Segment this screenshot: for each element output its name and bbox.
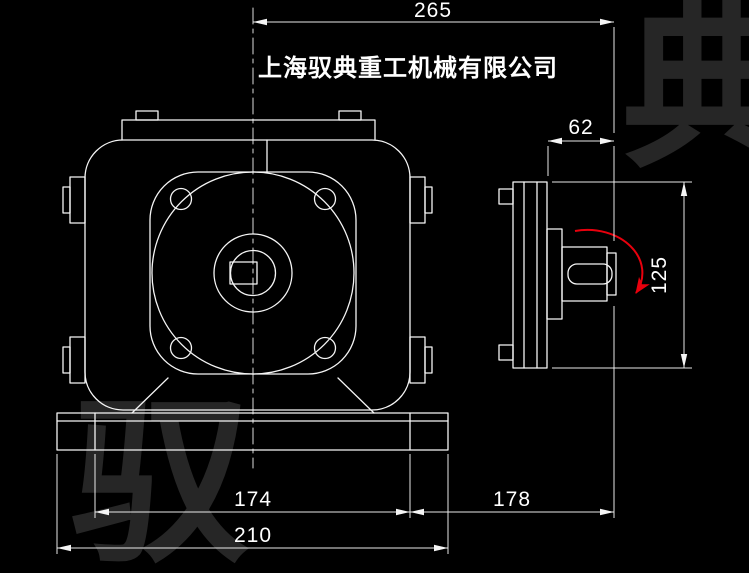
- bolt-hole: [169, 336, 193, 360]
- dim-value-base-inner-span: 174: [234, 488, 272, 511]
- output-bore-outer: [213, 233, 293, 313]
- bolt-hole: [313, 336, 337, 360]
- pedestal-right: [337, 377, 375, 414]
- housing-outline: [84, 139, 411, 411]
- shaft-hub: [546, 228, 563, 320]
- base-plate: [56, 412, 449, 451]
- dim-value-shaft-length: 62: [568, 116, 593, 139]
- gearbox-front-view: [56, 7, 449, 469]
- pedestal-left: [131, 377, 169, 414]
- rotation-arrow: [574, 228, 650, 294]
- watermark-char-top-right: 典: [622, 0, 749, 189]
- bolt-hole: [313, 187, 337, 211]
- dim-value-flange-height: 125: [648, 256, 671, 294]
- input-flange: [512, 181, 548, 369]
- watermark-char-bottom-left: 驭: [70, 383, 250, 573]
- shaft-end-step: [606, 252, 617, 296]
- flange-bolt-bottom: [498, 344, 514, 361]
- side-lug: [409, 176, 426, 224]
- company-title: 上海驭典重工机械有限公司: [258, 54, 558, 82]
- face-boss-circle: [151, 171, 355, 375]
- side-lug: [409, 336, 426, 384]
- dim-value-base-width: 210: [234, 524, 272, 547]
- side-lug-bolt: [424, 346, 433, 374]
- side-lug-bolt: [424, 186, 433, 214]
- top-cover: [121, 119, 376, 141]
- dim-value-overall-width: 265: [414, 0, 452, 22]
- watermark: 典 驭: [70, 0, 749, 573]
- dim-value-shaft-extension: 178: [493, 488, 531, 511]
- flange-bolt-top: [498, 188, 514, 205]
- side-lug-bolt: [62, 186, 71, 214]
- shaft-keyway: [567, 263, 613, 285]
- bore-keyway: [229, 261, 258, 285]
- side-lug-bolt: [62, 346, 71, 374]
- dimensions: 265 62 125 174 178 210: [56, 0, 692, 554]
- side-lug: [69, 336, 86, 384]
- top-cover-bolt-right: [338, 110, 362, 121]
- top-cover-bolt-left: [135, 110, 159, 121]
- bolt-hole: [169, 187, 193, 211]
- input-shaft-assembly: [498, 181, 617, 369]
- side-lug: [69, 176, 86, 224]
- input-shaft: [561, 246, 608, 302]
